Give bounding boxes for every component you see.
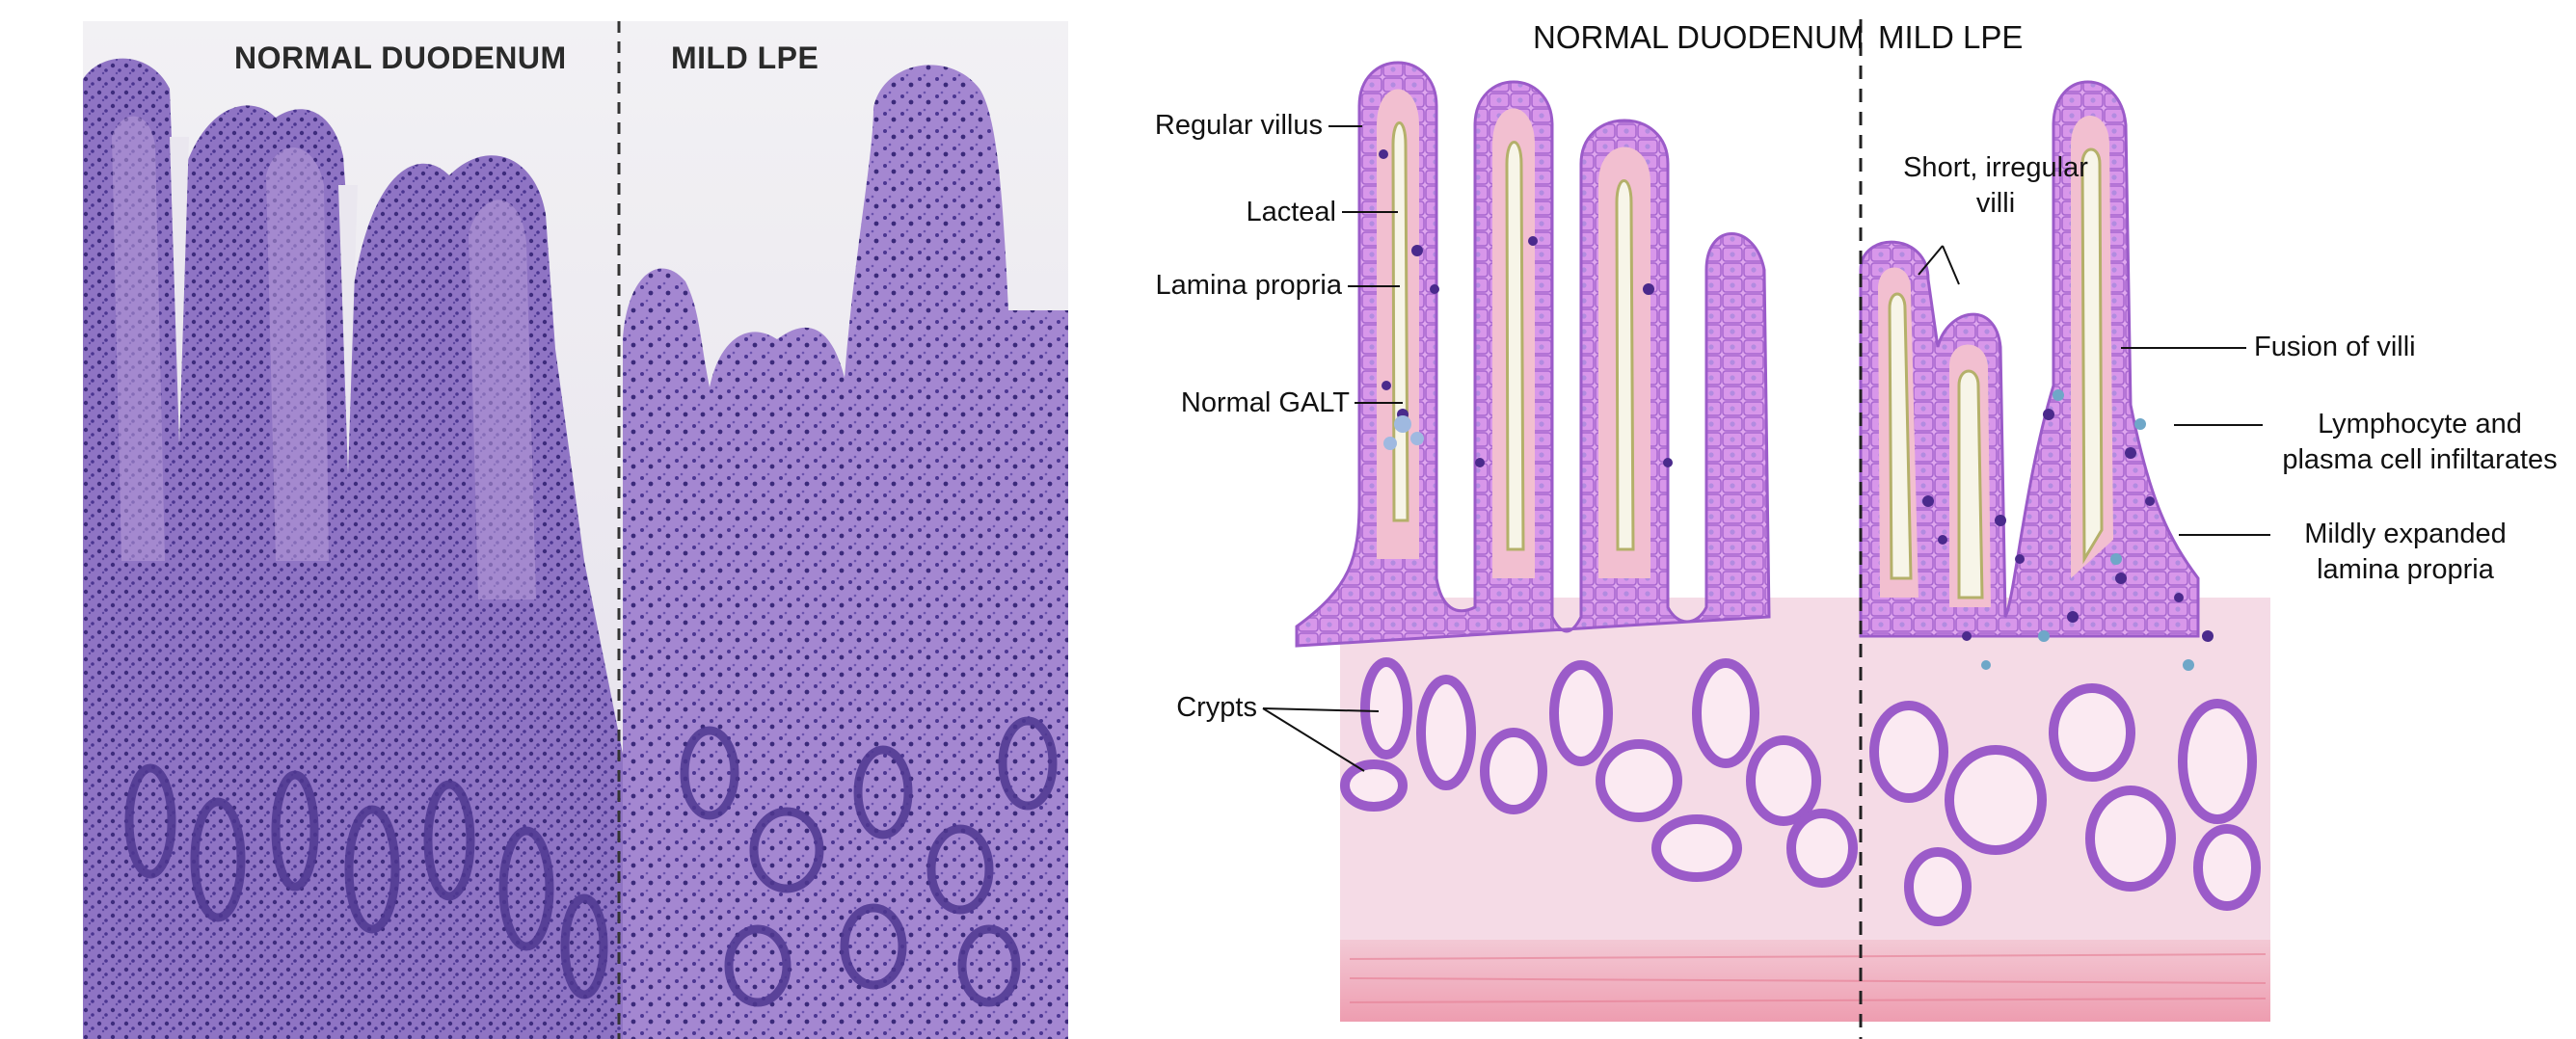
histology-micrograph: [83, 21, 1068, 1039]
label-mildly-expanded-line2: lamina propria: [2280, 552, 2531, 588]
label-short-irregular-villi: Short, irregular villi: [1880, 150, 2111, 222]
label-crypts: Crypts: [1176, 690, 1257, 726]
label-fusion-of-villi: Fusion of villi: [2254, 330, 2416, 365]
label-lymphocyte-line2: plasma cell infiltarates: [2266, 442, 2574, 478]
label-regular-villus: Regular villus: [1155, 108, 1323, 144]
illustration-header-lpe: MILD LPE: [1878, 19, 2023, 56]
histology-header-lpe: MILD LPE: [671, 40, 818, 76]
label-lamina-propria: Lamina propria: [1156, 268, 1342, 304]
label-lacteal: Lacteal: [1246, 195, 1336, 230]
label-mildly-expanded-lamina: Mildly expanded lamina propria: [2280, 517, 2531, 588]
label-short-irregular-villi-line1: Short, irregular: [1880, 150, 2111, 186]
illustration-panel: NORMAL DUODENUM MILD LPE Regular villus …: [1128, 0, 2574, 1039]
histology-image: NORMAL DUODENUM MILD LPE: [83, 21, 1068, 1039]
histology-header-normal: NORMAL DUODENUM: [234, 40, 567, 76]
label-short-irregular-villi-line2: villi: [1880, 186, 2111, 222]
illustration-header-normal: NORMAL DUODENUM: [1533, 19, 1864, 56]
normal-villi: [1297, 63, 1769, 646]
label-normal-galt: Normal GALT: [1181, 386, 1350, 421]
label-lymphocyte-line1: Lymphocyte and: [2266, 407, 2574, 442]
label-lymphocyte-infiltrates: Lymphocyte and plasma cell infiltarates: [2266, 407, 2574, 478]
label-mildly-expanded-line1: Mildly expanded: [2280, 517, 2531, 552]
